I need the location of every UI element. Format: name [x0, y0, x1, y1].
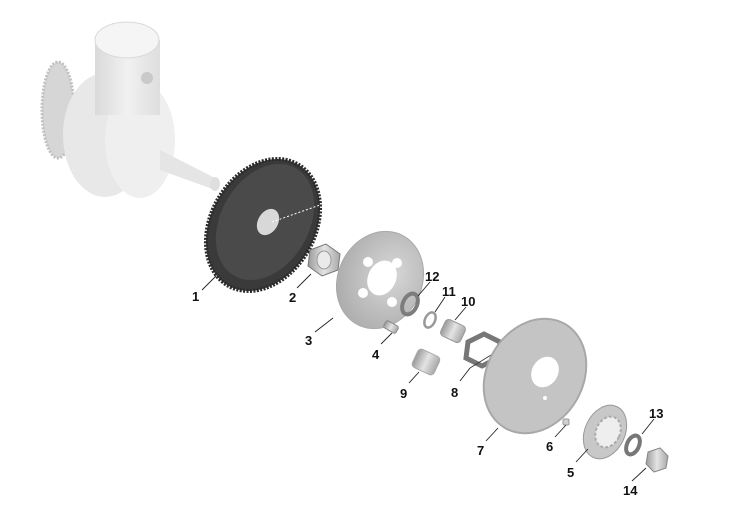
callout-label-3: 3: [305, 333, 313, 348]
callout-label-6: 6: [546, 439, 554, 454]
part-14-nut: [645, 447, 669, 473]
leader-line-3: [314, 317, 334, 333]
leader-line-5: [575, 448, 589, 463]
callout-label-12: 12: [425, 269, 440, 284]
leader-line-13: [641, 418, 655, 435]
crankshaft-assembly: [40, 21, 220, 198]
callout-label-11: 11: [442, 284, 456, 299]
callout-label-7: 7: [477, 443, 485, 458]
leader-line-10: [454, 306, 467, 321]
part-4-bolt: [383, 320, 399, 334]
part-9-bushing: [411, 348, 441, 376]
leader-line-7: [485, 427, 499, 442]
leader-line-11: [434, 296, 446, 313]
part-10-bushing: [440, 319, 466, 343]
callout-label-14: 14: [623, 483, 638, 498]
part-3-clutch-hub: [335, 230, 425, 330]
callout-label-4: 4: [372, 347, 380, 362]
callout-label-8: 8: [451, 385, 459, 400]
callout-label-10: 10: [461, 294, 476, 309]
callout-label-9: 9: [400, 386, 408, 401]
callout-label-2: 2: [289, 290, 297, 305]
leader-line-12: [417, 281, 431, 297]
part-1-starter-gear: [203, 157, 323, 293]
leader-line-1: [201, 275, 217, 291]
leader-line-6: [554, 424, 567, 438]
leader-line-14: [631, 467, 647, 482]
leader-line-2: [296, 273, 312, 289]
part-13-washer: [624, 433, 642, 457]
part-5-sprocket: [582, 404, 628, 460]
part-12-washer: [400, 291, 420, 317]
callout-label-13: 13: [649, 406, 664, 421]
leader-line-8: [459, 367, 471, 382]
part-7-cover-plate: [482, 317, 588, 435]
callout-label-5: 5: [567, 465, 575, 480]
leader-line-4: [380, 332, 393, 345]
callout-leader-lines: [201, 273, 655, 482]
part-11-washer: [423, 311, 437, 329]
callout-label-1: 1: [192, 289, 200, 304]
part-6-pin: [562, 418, 570, 426]
leader-line-9: [408, 371, 420, 384]
